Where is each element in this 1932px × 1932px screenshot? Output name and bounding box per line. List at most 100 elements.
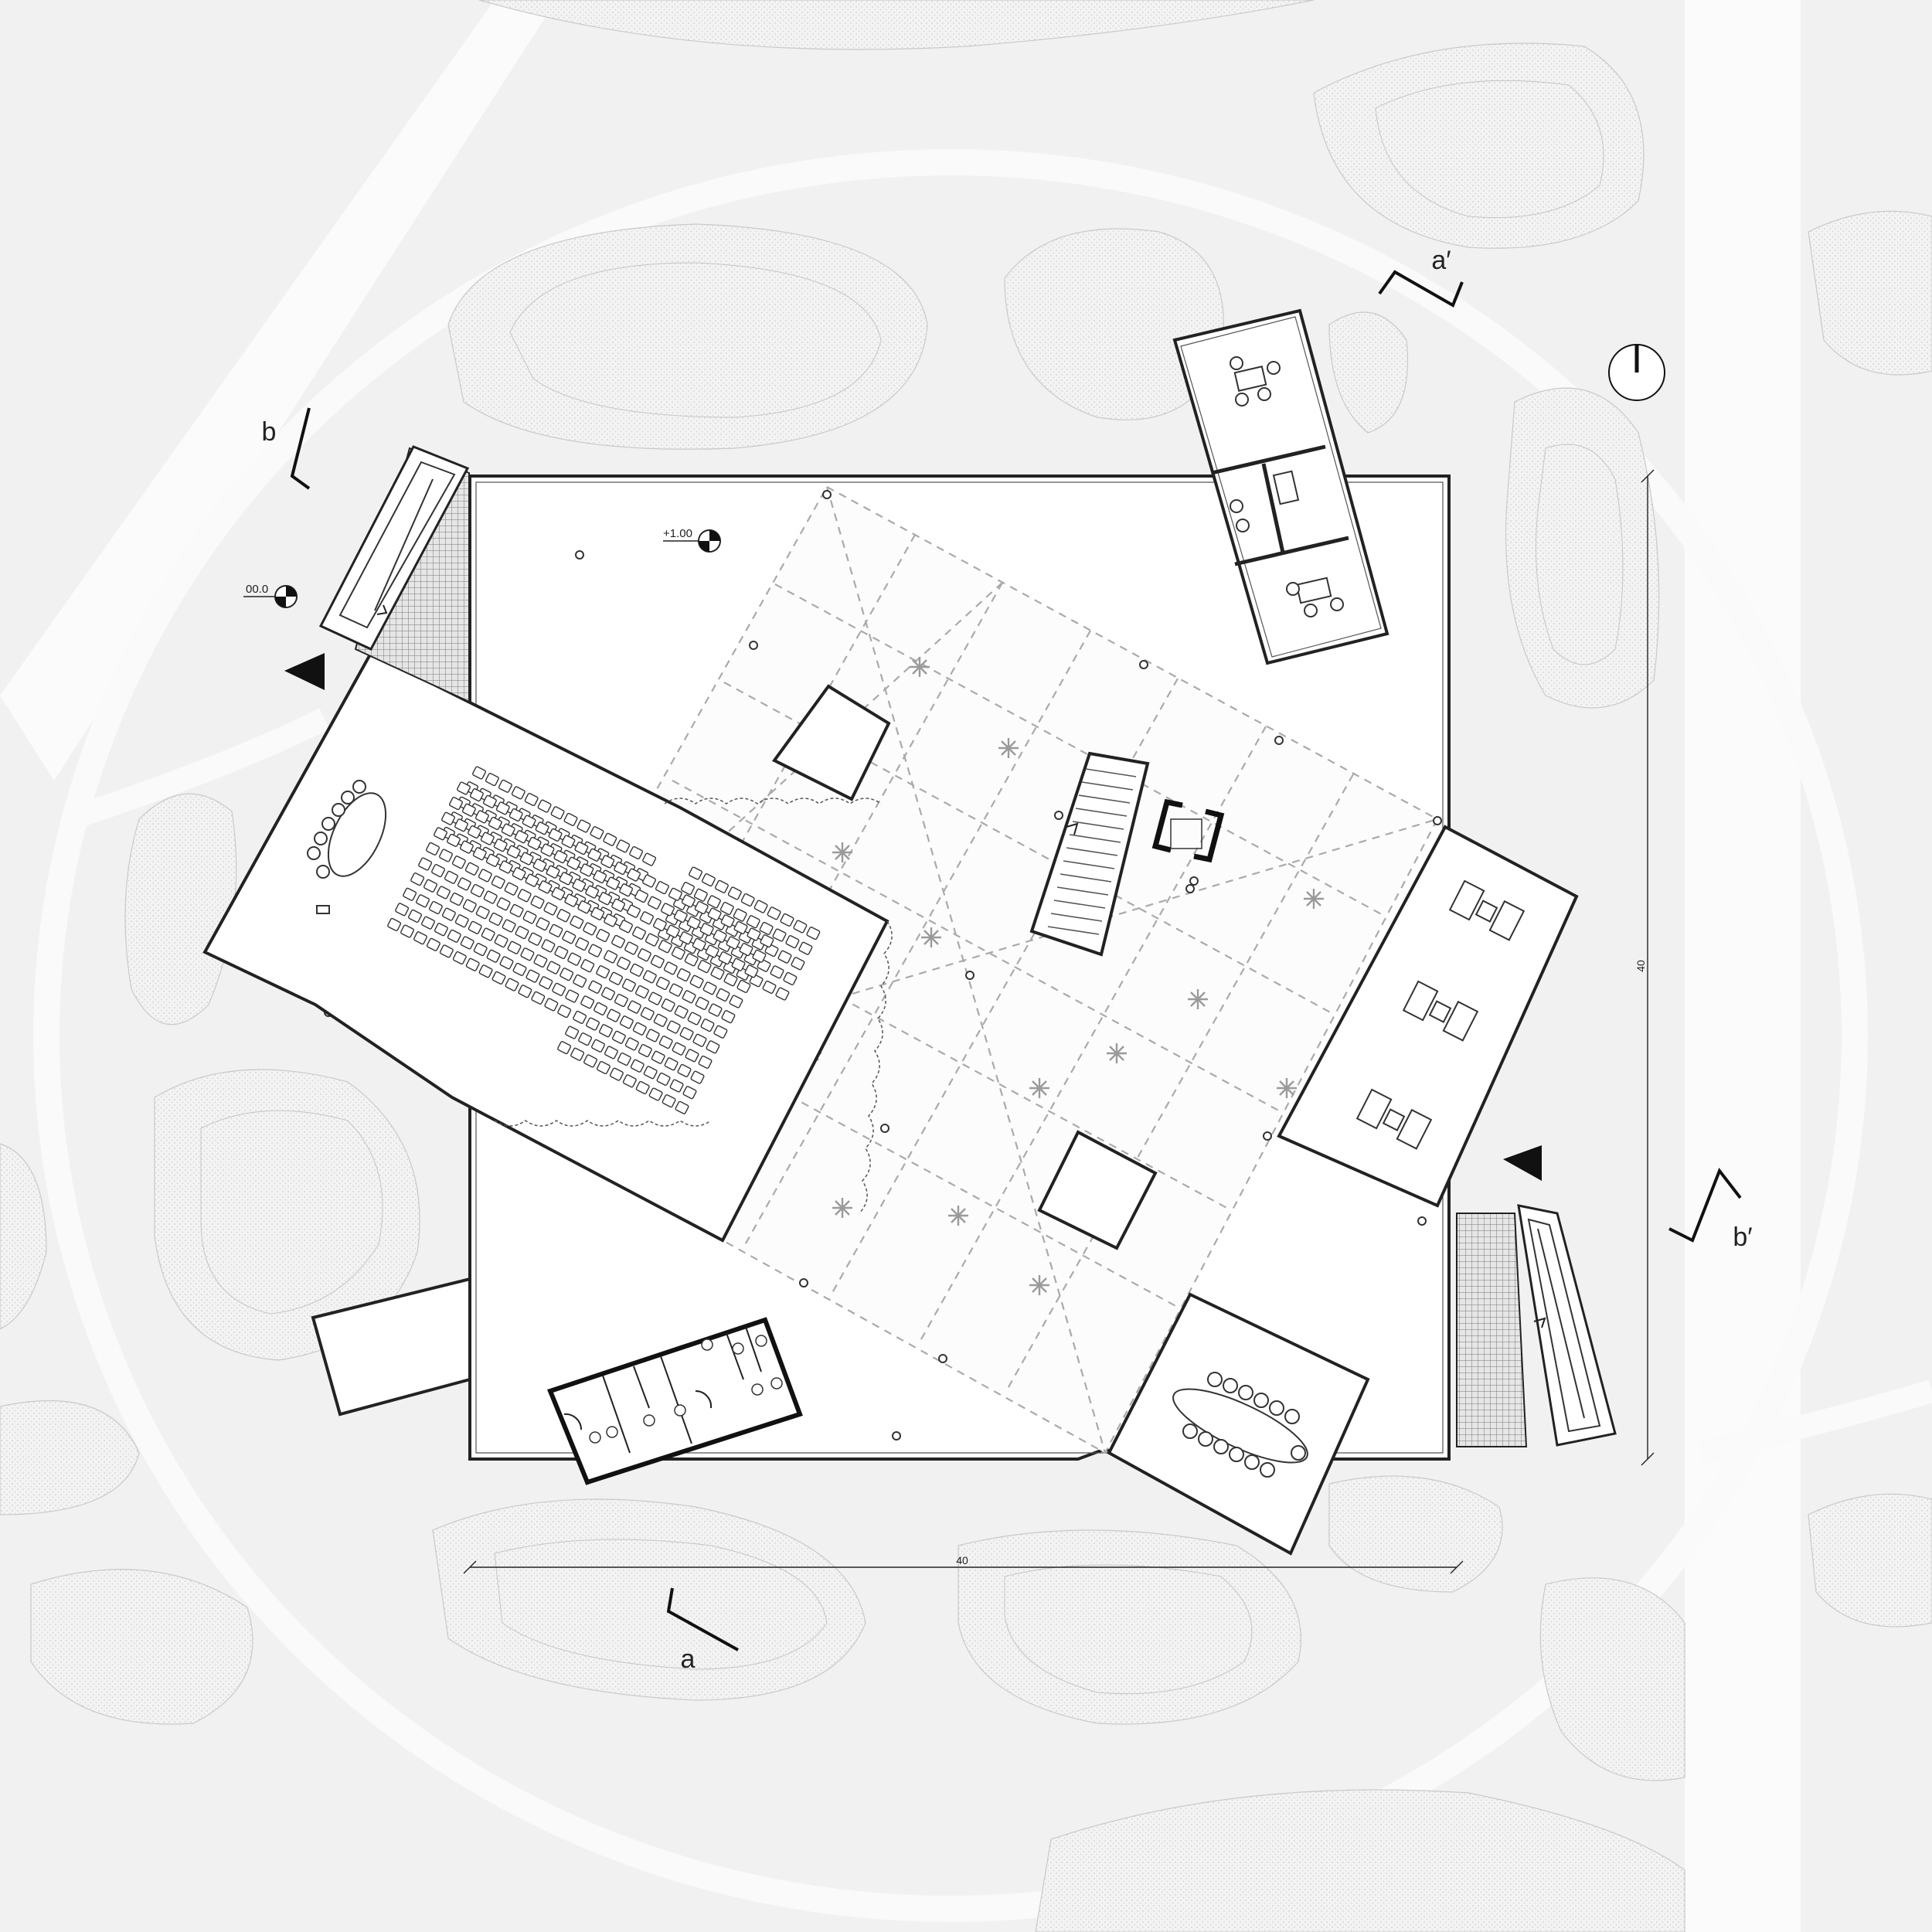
seat (601, 987, 615, 1001)
seat (596, 928, 611, 943)
seat (634, 985, 649, 999)
seat (664, 1057, 679, 1071)
seat (716, 988, 730, 1002)
platform-inner-edge (475, 481, 1444, 1454)
seat (585, 885, 600, 899)
seat (609, 1067, 624, 1081)
seat (451, 855, 466, 869)
seat (729, 995, 743, 1009)
seat (583, 922, 597, 936)
seat (611, 934, 625, 948)
seat (693, 888, 708, 902)
seat (753, 900, 768, 913)
seat (697, 960, 712, 974)
seat (410, 872, 425, 886)
seat (486, 949, 501, 963)
seat (681, 894, 696, 908)
dimension-label: 40 (1634, 960, 1647, 972)
seat (719, 901, 734, 916)
seat (651, 1050, 665, 1064)
seat (564, 893, 579, 907)
seat (460, 936, 474, 950)
seat (600, 855, 615, 869)
seat (541, 939, 556, 953)
stair-direction-icon (1066, 822, 1079, 835)
section-label-b-prime: b′ (1733, 1223, 1752, 1252)
seat (470, 883, 485, 898)
seat (570, 1047, 585, 1061)
seat (752, 949, 767, 963)
seat (785, 935, 800, 949)
seat (643, 1066, 658, 1080)
seat (566, 856, 581, 870)
seat (459, 840, 474, 854)
seat (617, 1052, 631, 1066)
seat (642, 970, 657, 984)
seat (689, 975, 704, 988)
seat (457, 877, 471, 891)
level-label: +1.00 (663, 527, 692, 540)
auditorium-wing (202, 651, 893, 1243)
entrance-arrow-icon (284, 653, 325, 690)
seat (739, 943, 753, 957)
seat (713, 1025, 728, 1039)
seat (488, 912, 503, 926)
seat (524, 792, 539, 807)
section-label-a: a (681, 1645, 696, 1674)
seat (565, 1026, 580, 1039)
seat (496, 897, 511, 911)
seat (707, 907, 722, 921)
seat (591, 1039, 605, 1053)
seat (514, 830, 529, 844)
seat (464, 862, 479, 876)
seat (431, 864, 445, 878)
seat (686, 916, 701, 930)
elevator-icon (1151, 798, 1225, 863)
audience-seating (387, 766, 657, 1019)
seat (483, 890, 498, 904)
seat (684, 953, 699, 967)
seat (604, 913, 618, 927)
seat (759, 921, 774, 935)
seat (465, 957, 480, 971)
seat (515, 926, 529, 940)
seat (468, 920, 482, 934)
seat (518, 985, 532, 998)
seat (677, 1063, 692, 1077)
seat (491, 875, 505, 889)
seat (733, 908, 747, 922)
seat (685, 1049, 699, 1063)
seat (525, 873, 539, 887)
seat (577, 819, 591, 833)
seat (652, 917, 667, 932)
seat (596, 1060, 611, 1075)
seat (573, 1010, 587, 1024)
seat (533, 954, 548, 968)
seat (572, 878, 587, 893)
seat (675, 1100, 689, 1114)
seat (434, 827, 447, 841)
seat (705, 944, 719, 958)
seat (574, 842, 589, 855)
seat (673, 909, 688, 923)
seat (671, 946, 685, 960)
seat (494, 934, 509, 948)
seat (478, 964, 493, 978)
seat (708, 1003, 723, 1017)
seat (506, 845, 521, 859)
seat (710, 966, 725, 980)
seat (747, 927, 761, 941)
seat (505, 978, 519, 992)
dimension-horizontal (463, 1560, 1464, 1574)
seat (504, 882, 519, 896)
seat (512, 867, 526, 881)
seat (543, 902, 558, 916)
seat (674, 1005, 689, 1019)
seat (689, 866, 702, 880)
seat (746, 915, 760, 929)
seat (498, 779, 512, 793)
seat (603, 832, 617, 846)
seat (661, 998, 675, 1012)
seat (596, 965, 611, 979)
